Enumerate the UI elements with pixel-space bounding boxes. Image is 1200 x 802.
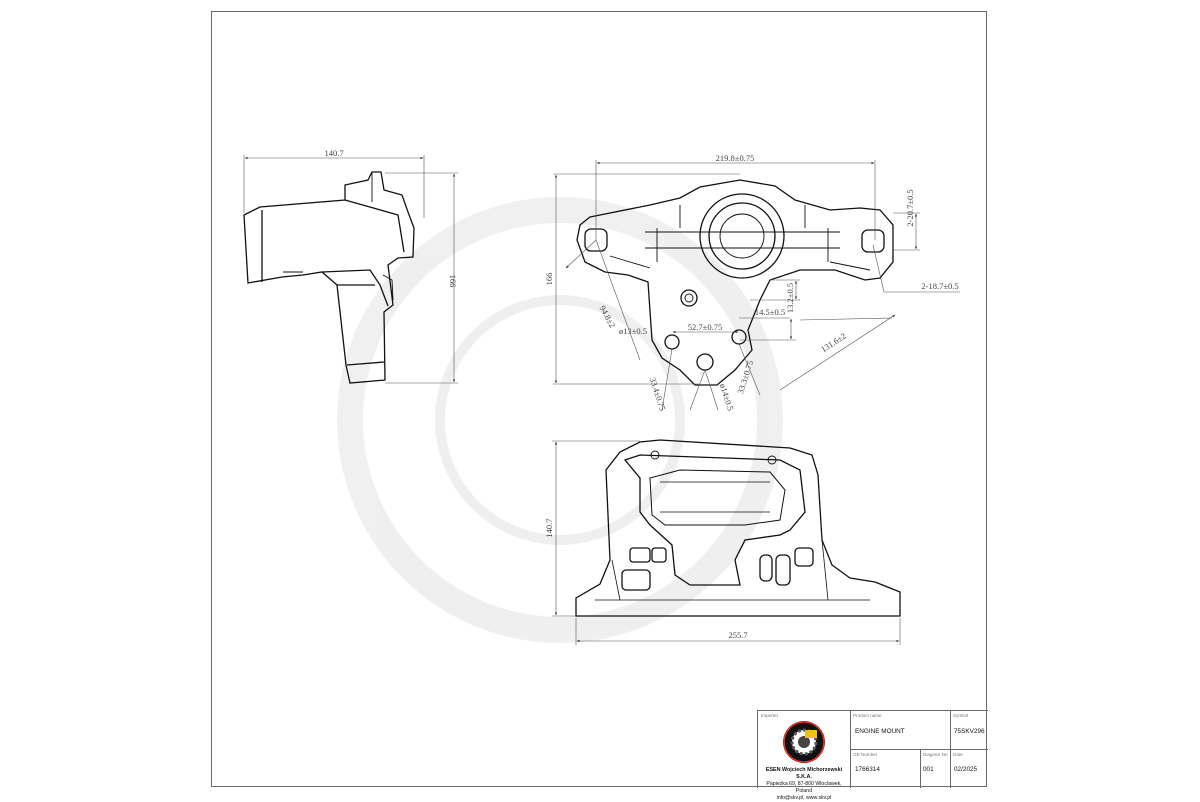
right-offset-label: 33.3±0.75: [735, 359, 755, 395]
front-view-dimensions: [552, 440, 901, 645]
drawing-sheet: [211, 11, 987, 787]
top-view-dimensions: [553, 160, 960, 411]
title-block: Importer ESEN Wojciech Michorzewski S.K.…: [757, 710, 988, 801]
company-name: ESEN Wojciech Michorzewski S.K.A.: [765, 767, 843, 780]
importer-label: Importer: [761, 713, 779, 718]
top-height-label: 166: [544, 273, 554, 286]
side-view: [243, 171, 415, 384]
offset-14-5-label: 14.5±0.5: [755, 307, 785, 317]
front-view: [575, 439, 901, 617]
bolt-hole-label: ø13±0.5: [619, 326, 647, 336]
hole-span-label: 219.8±0.75: [716, 153, 755, 163]
ear-hole-label: 2-18.7±0.5: [921, 281, 958, 291]
company-contact: info@skv.pl, www.skv.pl: [776, 795, 832, 801]
side-height-label: 166: [448, 275, 458, 288]
watermark-gear: [337, 197, 783, 643]
date-label: Date: [953, 752, 963, 757]
top-view: [576, 179, 894, 386]
symbol-value: 75SKV296: [954, 728, 985, 735]
bolt-span-label: 52.7±0.75: [688, 322, 722, 332]
front-width-label: 255.7: [728, 630, 747, 640]
diagram-no: 001: [923, 766, 934, 773]
symbol-label: Symbol: [953, 713, 969, 718]
company-address-block: ESEN Wojciech Michorzewski S.K.A. Papiez…: [758, 767, 850, 802]
radius-right-label: 131.6±2: [819, 331, 848, 355]
tb-divider: [850, 749, 988, 750]
front-height-label: 140.7: [544, 518, 554, 537]
oe-number: 1766314: [855, 766, 880, 773]
side-width-label: 140.7: [324, 148, 343, 158]
product-name-label: Product name: [853, 713, 882, 718]
oe-number-label: OE Number: [853, 752, 878, 757]
center-hole-label: ø14±0.5: [718, 382, 736, 412]
offset-13-2-label: 13.2±0.5: [785, 283, 795, 313]
ear-thickness-label: 2-20.7±0.5: [905, 189, 915, 226]
tb-divider: [920, 749, 921, 788]
company-address: Papiezka 69, 87-800 Wloclawek, Poland: [766, 781, 842, 794]
diagram-no-label: Diagram No: [923, 752, 948, 757]
company-logo: [783, 721, 825, 763]
date-value: 02/2025: [954, 766, 978, 773]
product-name: ENGINE MOUNT: [855, 728, 905, 735]
side-view-dimensions: [243, 155, 458, 384]
